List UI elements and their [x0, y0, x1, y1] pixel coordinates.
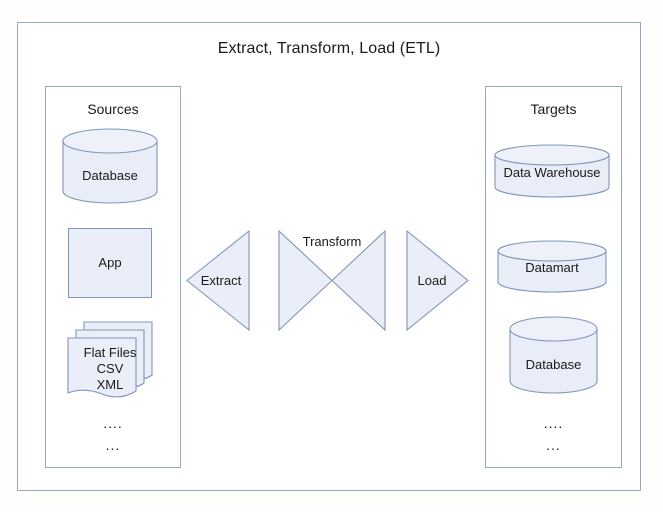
target-node-datamart[interactable]: Datamart — [497, 240, 607, 293]
diagram-title: Extract, Transform, Load (ETL) — [217, 40, 441, 57]
process-extract[interactable]: Extract — [186, 229, 250, 332]
targets-ellipsis-line1: .... — [543, 415, 564, 431]
triangle-left-icon — [186, 229, 250, 332]
targets-ellipsis-line2: ... — [546, 437, 561, 453]
sources-ellipsis-line2: ... — [105, 437, 121, 453]
target-node-database[interactable]: Database — [509, 316, 598, 395]
rectangle-icon — [68, 228, 152, 298]
cylinder-icon — [509, 316, 598, 394]
source-node-database[interactable]: Database — [62, 128, 158, 204]
bowtie-icon — [278, 229, 386, 332]
cylinder-icon — [62, 128, 158, 204]
cylinder-icon — [494, 144, 610, 198]
targets-panel-title: Targets — [530, 101, 577, 117]
cylinder-icon — [497, 240, 607, 293]
triangle-right-icon — [406, 229, 469, 332]
sources-ellipsis-line1: .... — [103, 415, 123, 431]
process-load[interactable]: Load — [406, 229, 469, 332]
source-node-app[interactable]: App — [68, 228, 152, 298]
process-transform[interactable]: Transform — [278, 229, 386, 332]
source-node-flat-files[interactable]: Flat Files CSV XML — [66, 320, 154, 398]
document-stack-icon — [67, 321, 153, 398]
target-node-data-warehouse[interactable]: Data Warehouse — [494, 144, 610, 198]
sources-panel-title: Sources — [87, 101, 139, 117]
